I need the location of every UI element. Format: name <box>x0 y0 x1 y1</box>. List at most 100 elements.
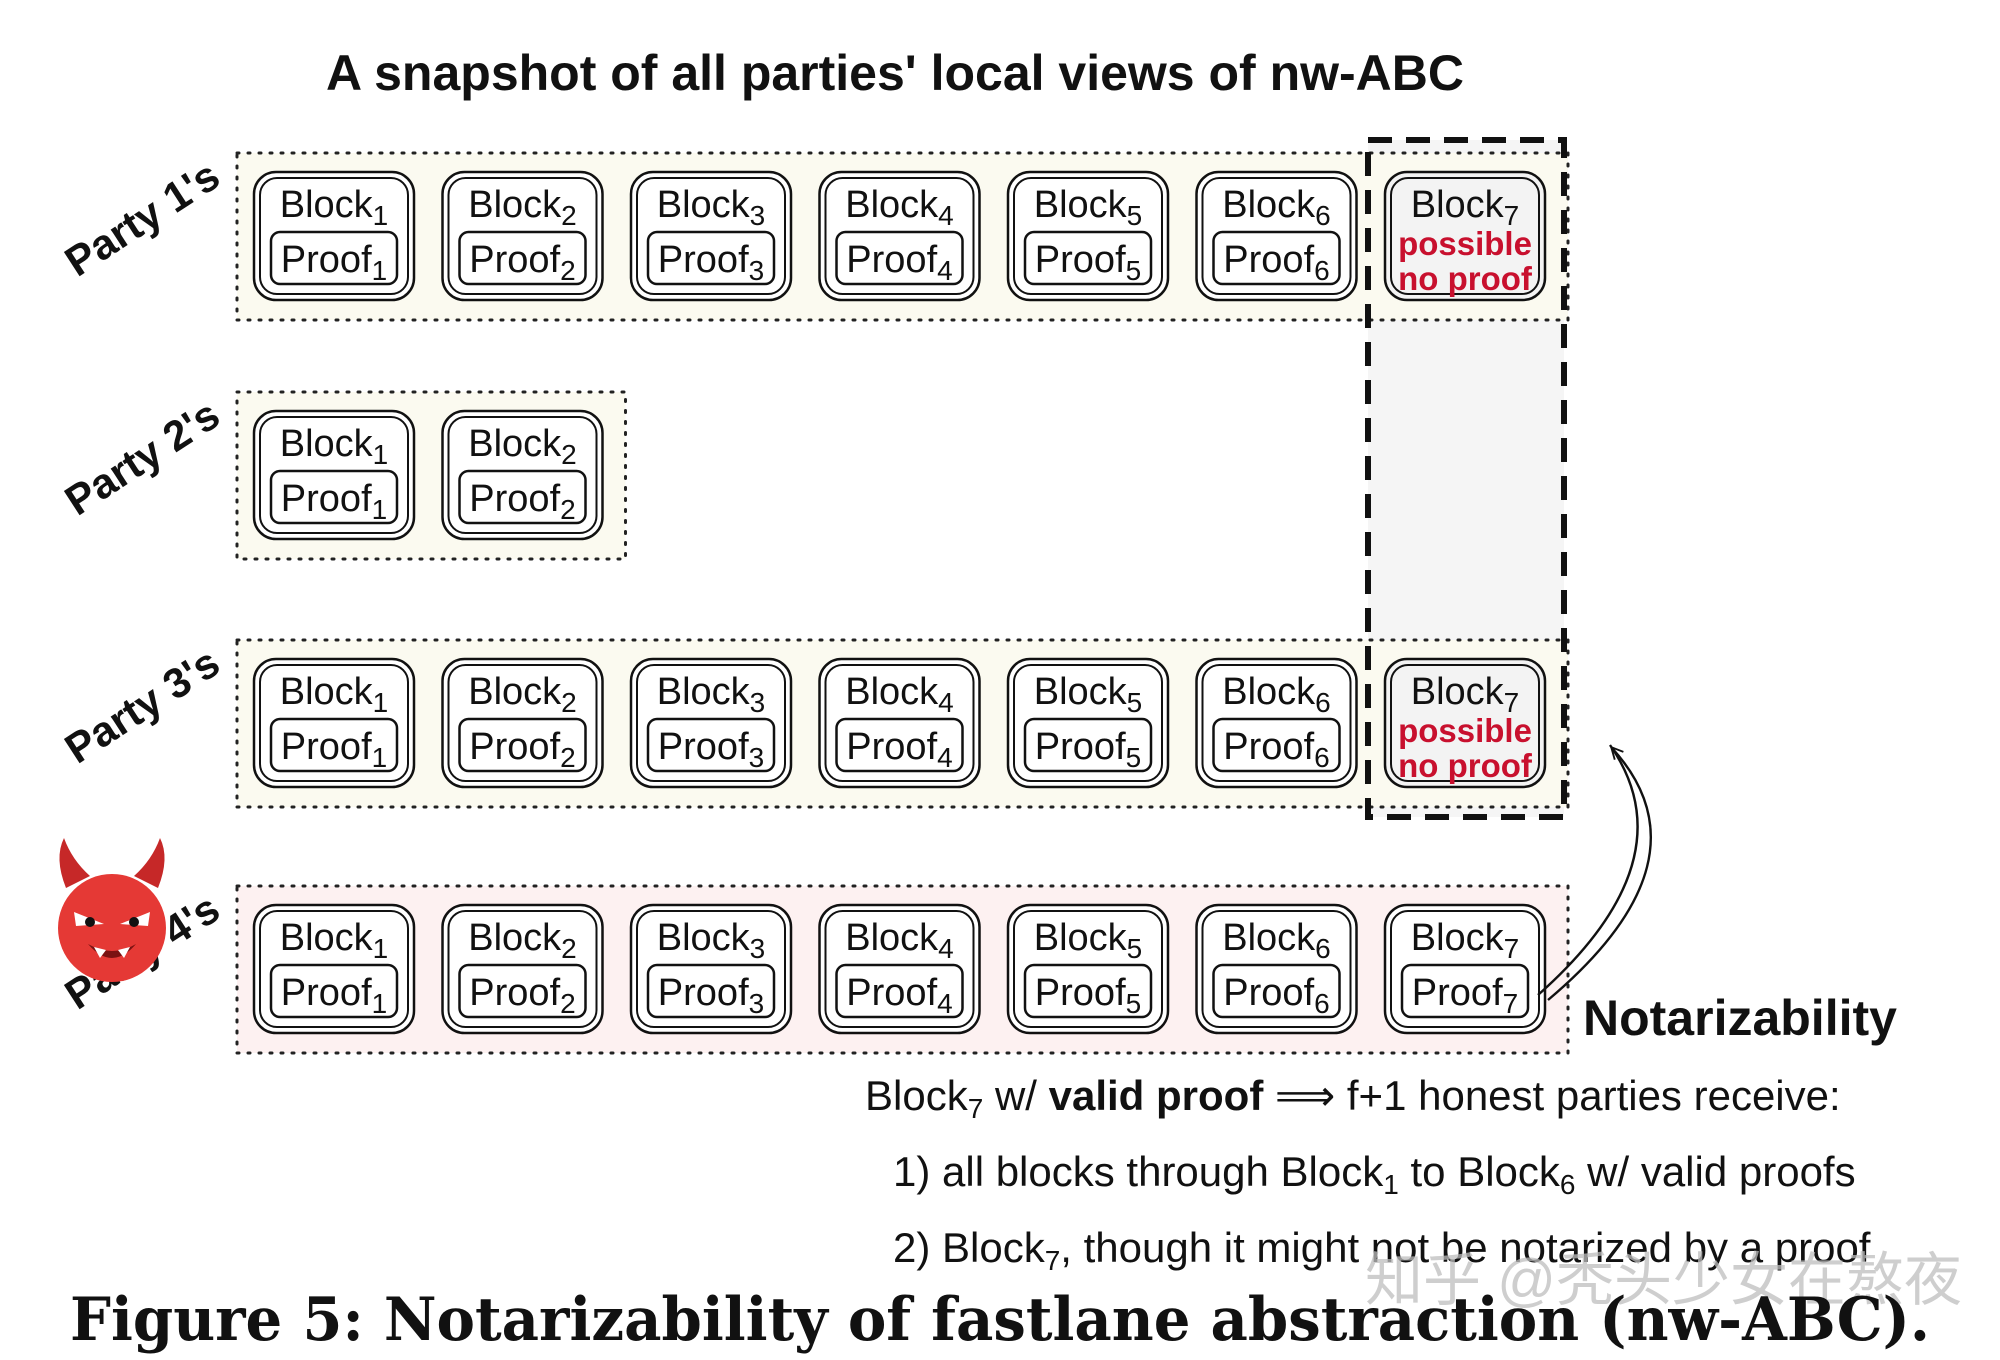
proof-label: Proof2 <box>469 726 575 773</box>
block-label: Block1 <box>280 671 389 718</box>
proof-label: Proof5 <box>1035 972 1141 1019</box>
party-label: Party 3's <box>57 638 228 772</box>
party-label: Party 2's <box>57 390 228 524</box>
block-label: Block2 <box>468 423 577 470</box>
proof-box <box>835 230 964 286</box>
proof-label: Proof2 <box>469 972 575 1019</box>
block-card-inner <box>824 177 975 295</box>
block-label: Block4 <box>845 671 954 718</box>
proof-label: Proof3 <box>658 972 764 1019</box>
proof-box <box>269 717 399 773</box>
no-proof-line-1: possible <box>1398 712 1532 749</box>
block-label: Block7 <box>1411 671 1520 718</box>
block-card-inner <box>636 177 786 295</box>
proof-box <box>646 963 776 1019</box>
proof-box <box>835 717 964 773</box>
proof-box <box>1023 230 1153 286</box>
no-proof-line-2: no proof <box>1398 260 1533 297</box>
proof-box <box>1212 717 1341 773</box>
proof-box <box>458 963 587 1019</box>
proof-label: Proof4 <box>846 726 952 773</box>
proof-box <box>646 230 776 286</box>
proof-label: Proof6 <box>1223 726 1329 773</box>
proof-label: Proof2 <box>469 239 575 286</box>
proof-label: Proof1 <box>281 972 387 1019</box>
block-card-outer <box>1383 170 1547 302</box>
block-label: Block6 <box>1222 917 1331 964</box>
proof-label: Proof4 <box>846 972 952 1019</box>
block-card-inner <box>1013 177 1163 295</box>
notarizability-line-3: 2) Block7, though it might not be notari… <box>893 1224 1871 1276</box>
diagram-title: A snapshot of all parties' local views o… <box>326 45 1464 101</box>
block-card-inner <box>259 664 409 782</box>
block-card-inner <box>447 664 598 782</box>
block-card-inner <box>824 910 975 1028</box>
block-card-inner <box>1013 910 1163 1028</box>
block-label: Block6 <box>1222 184 1331 231</box>
proof-box <box>1023 717 1153 773</box>
proof-label: Proof1 <box>281 478 387 525</box>
block-label: Block3 <box>657 671 766 718</box>
block-label: Block3 <box>657 917 766 964</box>
proof-box <box>269 469 399 525</box>
proof-label: Proof3 <box>658 239 764 286</box>
proof-label: Proof4 <box>846 239 952 286</box>
proof-label: Proof6 <box>1223 972 1329 1019</box>
block-card-inner <box>1390 177 1540 295</box>
block-card-inner <box>824 664 975 782</box>
block-label: Block5 <box>1034 917 1143 964</box>
block-card-inner <box>259 910 409 1028</box>
block-label: Block3 <box>657 184 766 231</box>
proof-label: Proof5 <box>1035 239 1141 286</box>
proof-box <box>269 963 399 1019</box>
notarizability-heading: Notarizability <box>1583 990 1897 1046</box>
block-card-inner <box>1013 664 1163 782</box>
block-label: Block5 <box>1034 184 1143 231</box>
proof-box <box>1212 963 1341 1019</box>
block-label: Block2 <box>468 184 577 231</box>
notarizability-line-1: Block7 w/ valid proof ⟹ f+1 honest parti… <box>865 1072 1841 1124</box>
block-label: Block6 <box>1222 671 1331 718</box>
watermark: 知乎 @秃头少女在熬夜 <box>1365 1248 1962 1313</box>
proof-box <box>458 717 587 773</box>
block-card-outer <box>1383 657 1547 789</box>
block-label: Block7 <box>1411 184 1520 231</box>
block-label: Block1 <box>280 423 389 470</box>
proof-box <box>835 963 964 1019</box>
figure-caption: Figure 5: Notarizability of fastlane abs… <box>70 1285 1930 1355</box>
block-card-inner <box>1201 664 1352 782</box>
block-label: Block7 <box>1411 917 1520 964</box>
block-card-inner <box>1201 910 1352 1028</box>
block-label: Block4 <box>845 917 954 964</box>
block-card-inner <box>447 910 598 1028</box>
block7-dashed-border <box>1365 137 1567 820</box>
block-card-inner <box>447 177 598 295</box>
block-card-inner <box>1390 664 1540 782</box>
block-card-inner <box>636 910 786 1028</box>
proof-box <box>1400 963 1530 1019</box>
notarize-arrow <box>1537 744 1652 1001</box>
block-label: Block1 <box>280 184 389 231</box>
proof-box <box>269 230 399 286</box>
block-card-inner <box>259 177 409 295</box>
proof-box <box>458 469 587 525</box>
proof-label: Proof7 <box>1412 972 1518 1019</box>
